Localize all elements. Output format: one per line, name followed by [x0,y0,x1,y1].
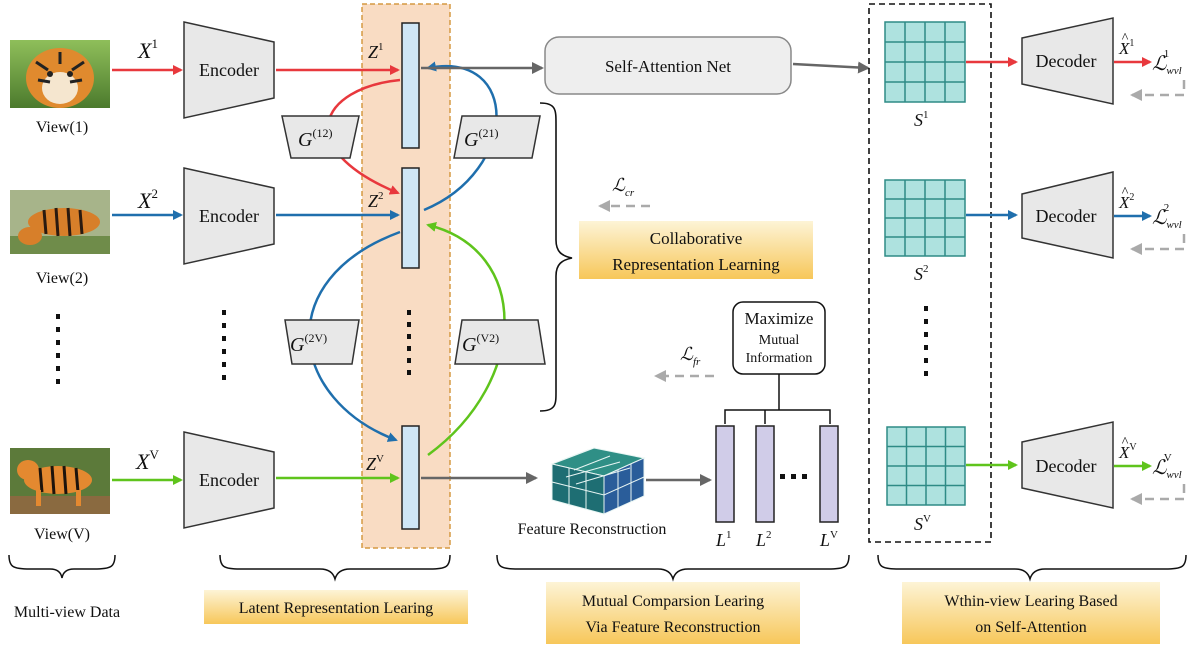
xhat-label-1: X1 ^ [1118,31,1134,58]
l-bar-v [819,425,839,523]
brace-within [877,554,1187,582]
svg-text:Representation Learning: Representation Learning [612,255,780,274]
s-grid-2 [884,179,966,257]
view-label-2: View(2) [36,270,88,287]
within-view-box [868,3,992,543]
generator-g21: G(21) [453,115,541,159]
svg-text:^: ^ [1122,435,1129,450]
l-label-v: LV [819,529,838,550]
svg-text:Wthin-view Learing Based: Wthin-view Learing Based [944,593,1117,610]
feature-reconstruction-cube [550,447,646,515]
svg-text:G(2V): G(2V) [290,331,327,356]
loss-wvl-v: ℒwvlV [1152,452,1182,481]
loss-wvl-arrow-1 [1130,80,1186,101]
svg-text:^: ^ [1122,31,1129,46]
encoder-2: Encoder [183,167,275,265]
svg-text:Self-Attention Net: Self-Attention Net [605,57,731,76]
brace-mutual [496,554,850,582]
svg-text:Maximize: Maximize [745,309,814,328]
collab-highlight: Collaborative Representation Learning [579,221,813,279]
l-bar-2 [755,425,775,523]
label-within-box: Wthin-view Learing Based on Self-Attenti… [902,582,1160,644]
l-ellipsis [780,474,807,479]
mi-bracket [724,374,831,424]
s-label-v: SV [914,513,931,534]
loss-wvl-arrow-v [1130,484,1186,505]
decoder-1: Decoder [1021,17,1114,105]
tiger-image-2 [10,190,110,254]
x-label-v: XV [135,447,159,474]
svg-text:G(21): G(21) [464,126,498,151]
l-bar-1 [715,425,735,523]
s-grid-1 [884,21,966,103]
svg-text:Decoder: Decoder [1036,456,1097,476]
s-label-1: S1 [914,109,929,130]
svg-text:Mutual Comparsion Learing: Mutual Comparsion Learing [582,593,764,610]
brace-latent [219,554,451,582]
svg-text:Encoder: Encoder [199,60,259,80]
encoder-v: Encoder [183,431,275,529]
l-label-2: L2 [755,529,772,550]
tiger-image-1 [10,40,110,108]
svg-text:X2: X2 [1118,192,1134,212]
s-label-2: S2 [914,263,929,284]
z-bar-2 [401,167,420,269]
sa-s-arrow [792,61,870,74]
ellipsis-dots-encoders [222,310,226,380]
label-latent-box: Latent Representation Learing [204,590,468,624]
loss-cr: ℒcr [612,175,635,199]
svg-text:Via Feature Reconstruction: Via Feature Reconstruction [586,619,761,636]
z-label-v: ZV [366,453,384,474]
decoder-2: Decoder [1021,171,1114,259]
xhat-label-v: XV ^ [1118,435,1137,462]
generator-g2v: G(2V) [284,319,360,365]
tiger-image-v [10,448,110,514]
view-label-1: View(1) [36,119,88,136]
x-label-1: X1 [137,36,158,63]
loss-wvl-2: ℒwvl2 [1152,202,1182,231]
svg-text:G(12): G(12) [298,126,332,151]
loss-fr: ℒfr [680,344,701,368]
loss-wvl-1: ℒwvl1 [1152,48,1182,77]
label-mutual-box: Mutual Comparsion Learing Via Feature Re… [546,582,800,644]
svg-text:Mutual: Mutual [759,333,800,348]
svg-text:Information: Information [746,351,813,366]
generator-g12: G(12) [281,115,360,159]
z-label-2: Z2 [368,190,384,211]
brace-multi-view [8,554,116,579]
svg-text:Decoder: Decoder [1036,206,1097,226]
svg-text:Encoder: Encoder [199,206,259,226]
label-multi-view-data: Multi-view Data [14,604,120,621]
svg-text:Collaborative: Collaborative [650,229,743,248]
xhat-label-2: X2 ^ [1118,185,1134,212]
ellipsis-dots-views [56,314,60,384]
ellipsis-dots-s [924,306,928,376]
svg-text:Latent Representation Learing: Latent Representation Learing [239,600,434,617]
svg-text:on Self-Attention: on Self-Attention [975,619,1087,636]
collab-brace [539,102,573,412]
maximize-mi-box: Maximize Mutual Information [732,301,826,375]
ellipsis-dots-latent [407,310,411,375]
svg-text:^: ^ [1122,185,1129,200]
svg-text:Encoder: Encoder [199,470,259,490]
l-label-1: L1 [715,529,732,550]
svg-text:G(V2): G(V2) [462,331,499,356]
self-attention-net: Self-Attention Net [544,36,792,95]
svg-text:X1: X1 [1118,38,1134,58]
view-label-v: View(V) [34,526,90,543]
svg-text:Decoder: Decoder [1036,51,1097,71]
generator-gv2: G(V2) [454,319,546,365]
z-bar-v [401,425,420,530]
z-bar-1 [401,22,420,149]
loss-wvl-arrow-2 [1130,234,1186,255]
x-label-2: X2 [137,186,158,213]
encoder-1: Encoder [183,21,275,119]
decoder-v: Decoder [1021,421,1114,509]
svg-text:XV: XV [1118,442,1137,462]
feature-reconstruction-label: Feature Reconstruction [518,521,667,538]
z-label-1: Z1 [368,41,384,62]
s-grid-v [886,426,966,506]
